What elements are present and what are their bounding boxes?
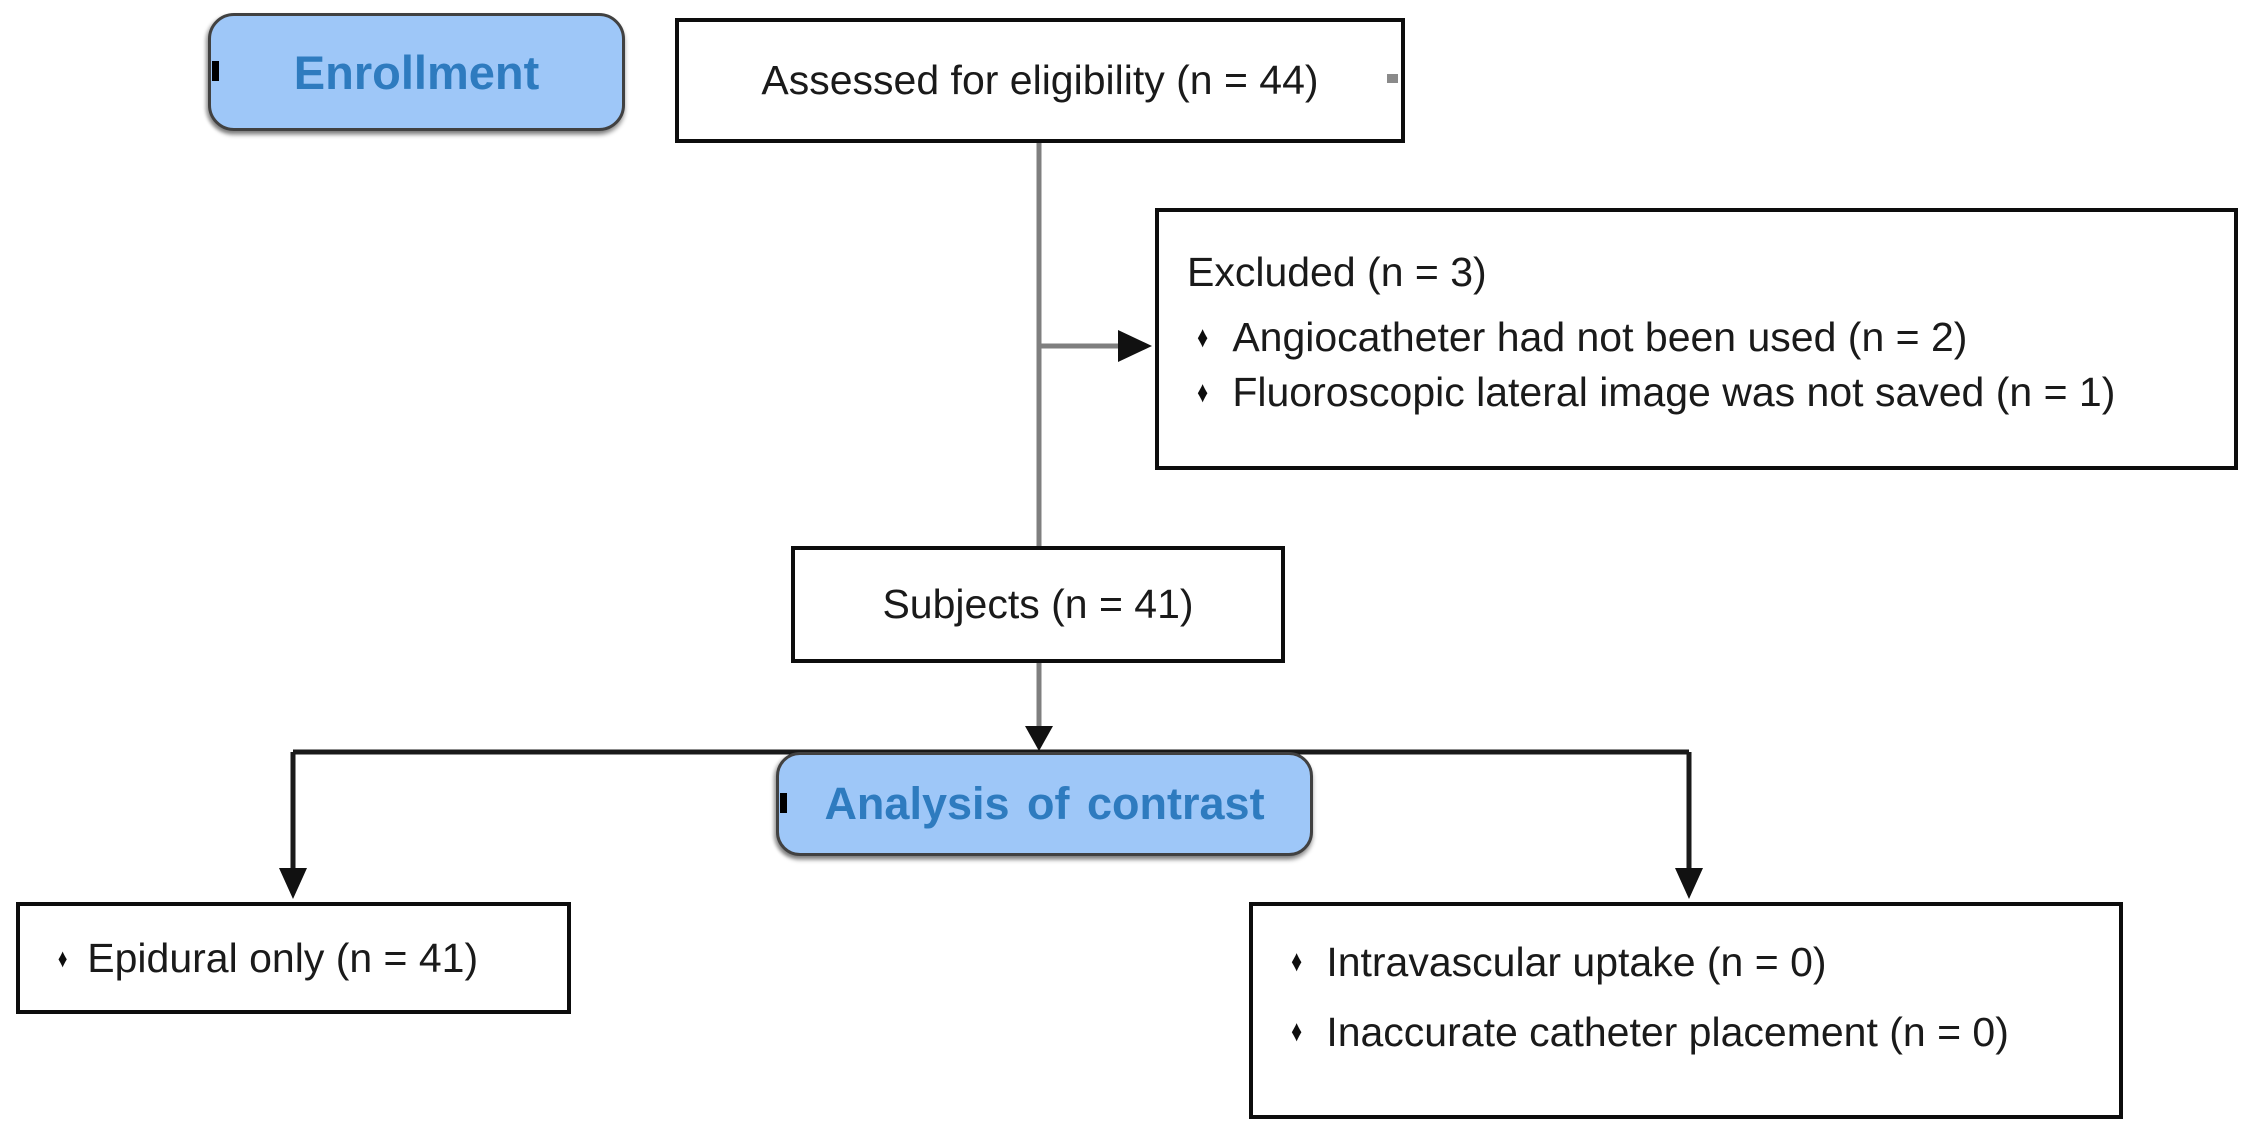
excluded-item-text: Fluoroscopic lateral image was not saved… — [1232, 369, 2116, 415]
arrowhead-analysis — [1025, 726, 1053, 751]
epidural-item-row: ♦ Epidural only (n = 41) — [50, 931, 478, 986]
outcomes-item-row: ♦ Intravascular uptake (n = 0) — [1281, 934, 2109, 990]
connector-nub-icon — [1387, 74, 1398, 83]
assessed-label-text: Assessed for eligibility (n = 44) — [761, 57, 1319, 103]
excluded-box: Excluded (n = 3) ♦ Angiocatheter had not… — [1155, 208, 2238, 470]
enrollment-label-text: Enrollment — [293, 45, 540, 99]
arrowhead-outcomes — [1675, 868, 1703, 899]
analysis-outcomes-box: ♦ Intravascular uptake (n = 0) ♦ Inaccur… — [1249, 902, 2123, 1119]
excluded-item-text: Angiocatheter had not been used (n = 2) — [1232, 314, 1968, 360]
enrollment-phase-label: Enrollment — [208, 13, 625, 131]
diamond-bullet-icon: ♦ — [1291, 945, 1303, 978]
analysis-label-text: Analysis of contrast — [824, 778, 1265, 829]
arrowhead-epidural — [279, 868, 307, 899]
outcomes-item-text: Intravascular uptake (n = 0) — [1326, 938, 1827, 985]
epidural-only-box: ♦ Epidural only (n = 41) — [16, 902, 571, 1014]
excluded-item-row: ♦ Angiocatheter had not been used (n = 2… — [1187, 310, 2218, 365]
diamond-bullet-icon: ♦ — [1197, 375, 1209, 409]
epidural-item-text: Epidural only (n = 41) — [87, 934, 479, 981]
diamond-bullet-icon: ♦ — [57, 943, 68, 973]
excluded-item-row: ♦ Fluoroscopic lateral image was not sav… — [1187, 365, 2218, 420]
outcomes-item-row: ♦ Inaccurate catheter placement (n = 0) — [1281, 1004, 2109, 1060]
analysis-phase-label: Analysis of contrast — [776, 752, 1313, 856]
connector-stub-icon — [212, 61, 219, 81]
subjects-label-text: Subjects (n = 41) — [882, 581, 1194, 627]
diamond-bullet-icon: ♦ — [1291, 1015, 1303, 1048]
arrowhead-excluded — [1118, 330, 1152, 362]
subjects-box: Subjects (n = 41) — [791, 546, 1285, 663]
outcomes-item-text: Inaccurate catheter placement (n = 0) — [1326, 1008, 2009, 1055]
excluded-title-text: Excluded (n = 3) — [1187, 249, 1487, 295]
diamond-bullet-icon: ♦ — [1197, 320, 1209, 354]
assessed-eligibility-box: Assessed for eligibility (n = 44) — [675, 18, 1405, 143]
connector-stub-icon — [780, 793, 787, 813]
